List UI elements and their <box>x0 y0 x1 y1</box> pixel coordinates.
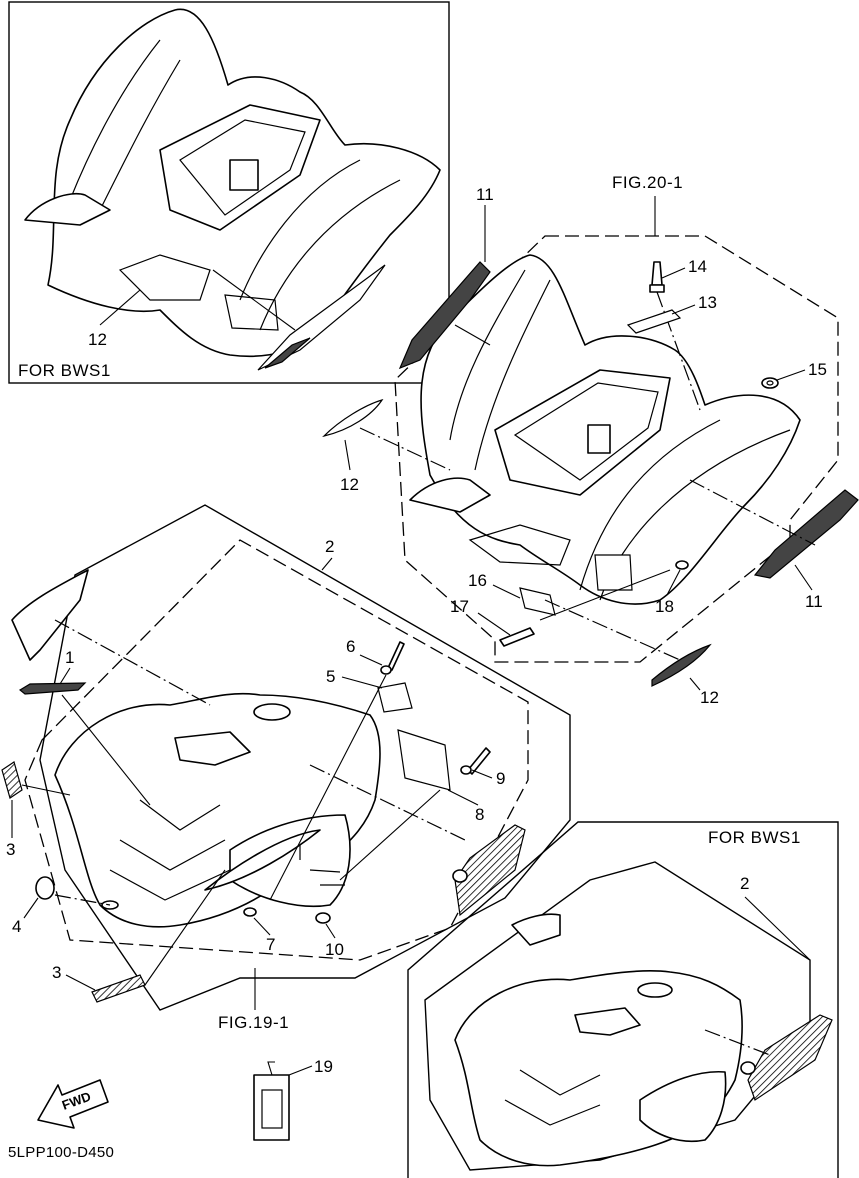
rear-fender-assembly: FIG.20-1 11 14 13 <box>322 173 859 707</box>
document-code: 5LPP100-D450 <box>8 1144 114 1161</box>
plate-13 <box>626 309 682 334</box>
callout-18: 18 <box>655 597 674 616</box>
front-fender-assembly: FIG.19-1 2 1 3 3 4 5 6 <box>1 504 571 1032</box>
fig-ref-rear: FIG.20-1 <box>612 173 683 192</box>
plate-8 <box>397 729 451 791</box>
inset-bottom-right-caption: FOR BWS1 <box>708 828 801 847</box>
callout-2: 2 <box>325 537 334 556</box>
callout-12-left: 12 <box>340 475 359 494</box>
bolt-6 <box>387 641 405 671</box>
side-decal-12-bottom <box>651 643 712 687</box>
callout-19: 19 <box>314 1057 333 1076</box>
side-panel-hatched-inset <box>747 1014 833 1101</box>
callout-17: 17 <box>450 597 469 616</box>
callout-2-inset: 2 <box>740 874 749 893</box>
callout-16: 16 <box>468 571 487 590</box>
callout-9: 9 <box>496 769 505 788</box>
grommet-10 <box>315 912 331 924</box>
callout-12-inset: 12 <box>88 330 107 349</box>
rear-fender-dashed-outline <box>394 235 839 663</box>
fig-ref-front: FIG.19-1 <box>218 1013 289 1032</box>
callout-5: 5 <box>326 667 335 686</box>
callout-6: 6 <box>346 637 355 656</box>
reflector-3-bottom <box>91 974 146 1003</box>
inset-top-left-caption: FOR BWS1 <box>18 361 111 380</box>
callout-7: 7 <box>266 935 275 954</box>
grommet-15 <box>761 377 779 389</box>
label-tag-19 <box>253 1074 290 1141</box>
callout-13: 13 <box>698 293 717 312</box>
callout-3-left: 3 <box>6 840 15 859</box>
callout-4: 4 <box>12 917 21 936</box>
front-outline-dashed <box>24 539 529 961</box>
callout-1: 1 <box>65 648 74 667</box>
decal-1 <box>18 682 87 695</box>
fwd-arrow: FWD <box>37 1079 109 1129</box>
tag-19: 19 <box>253 1057 333 1141</box>
callout-14: 14 <box>688 257 707 276</box>
inset-bottom-right: FOR BWS1 2 <box>407 821 839 1178</box>
bolt-14 <box>649 261 701 411</box>
callout-3-bottom: 3 <box>52 963 61 982</box>
callout-11-right: 11 <box>805 592 823 611</box>
side-panel-hatched <box>454 824 526 917</box>
plate-16 <box>519 587 556 616</box>
inset-bottom-right-frame <box>407 821 839 1178</box>
inset-top-left: 12 FOR BWS1 <box>8 1 450 384</box>
front-outline-solid <box>39 504 571 1011</box>
side-decal-11-top <box>398 261 491 370</box>
grommet-18 <box>675 560 689 570</box>
callout-8: 8 <box>475 805 484 824</box>
reflector-3-left <box>1 761 23 799</box>
side-decal-12-left <box>322 398 384 438</box>
side-decal-11-right <box>753 489 859 579</box>
callout-12-bottom: 12 <box>700 688 719 707</box>
reflector-4 <box>35 876 55 900</box>
plate-5 <box>377 682 413 713</box>
callout-11-top: 11 <box>476 185 494 204</box>
fwd-arrow-shape <box>37 1079 109 1129</box>
callout-15: 15 <box>808 360 827 379</box>
callout-10: 10 <box>325 940 344 959</box>
bolt-17 <box>499 627 535 647</box>
grommet-7 <box>243 907 257 917</box>
inset-frame <box>8 1 450 384</box>
